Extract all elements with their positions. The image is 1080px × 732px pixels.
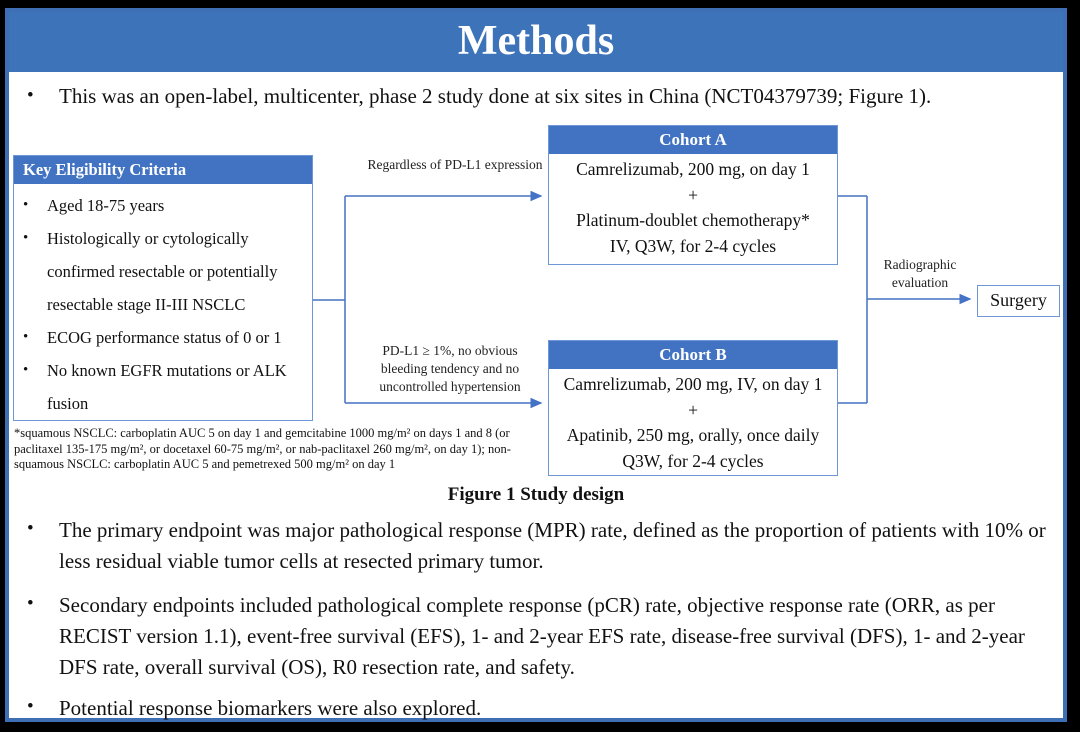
cohort-a-line: Camrelizumab, 200 mg, on day 1 (576, 159, 810, 179)
surgery-label: Surgery (990, 290, 1047, 310)
list-item: • ECOG performance status of 0 or 1 (23, 321, 308, 354)
cohort-a-body: Camrelizumab, 200 mg, on day 1 + Platinu… (549, 154, 837, 259)
chemotherapy-footnote: *squamous NSCLC: carboplatin AUC 5 on da… (14, 426, 511, 471)
bullet-icon: • (27, 696, 34, 717)
eligibility-list: • Aged 18-75 years • Histologically or c… (14, 184, 312, 420)
biomarkers-text: Potential response biomarkers were also … (59, 696, 482, 720)
cohort-a-line: Platinum-doublet chemotherapy* (576, 210, 810, 230)
intro-bullet: • This was an open-label, multicenter, p… (27, 82, 1047, 110)
bullet-icon: • (23, 329, 29, 345)
cohort-b-line: Camrelizumab, 200 mg, IV, on day 1 (563, 374, 823, 394)
slide-title-banner: Methods (9, 12, 1063, 72)
eligibility-header: Key Eligibility Criteria (14, 156, 312, 184)
methods-slide: Methods • This was an open-label, multic… (5, 8, 1067, 722)
list-item: • Histologically or cytologically confir… (23, 222, 308, 321)
cohort-b-body: Camrelizumab, 200 mg, IV, on day 1 + Apa… (549, 369, 837, 474)
bullet-icon: • (27, 85, 34, 106)
branch-a-label: Regardless of PD-L1 expression (367, 157, 543, 172)
biomarkers-bullet: • Potential response biomarkers were als… (27, 693, 1051, 724)
primary-endpoint-text: The primary endpoint was major pathologi… (59, 518, 1046, 573)
bullet-icon: • (27, 593, 34, 614)
cohort-b-line: Q3W, for 2-4 cycles (622, 450, 764, 471)
eligibility-item-text: Aged 18-75 years (47, 196, 165, 215)
secondary-endpoints-text: Secondary endpoints included pathologica… (59, 593, 1025, 679)
figure-caption: Figure 1 Study design (447, 484, 625, 505)
list-item: • No known EGFR mutations or ALK fusion (23, 354, 308, 420)
intro-bullet-text: This was an open-label, multicenter, pha… (59, 84, 932, 108)
branch-b-label: PD-L1 ≥ 1%, no obvious bleeding tendency… (379, 343, 521, 394)
eligibility-item-text: Histologically or cytologically confirme… (47, 229, 278, 314)
eligibility-item-text: ECOG performance status of 0 or 1 (47, 328, 282, 347)
bullet-icon: • (23, 197, 29, 213)
radiographic-evaluation-label: Radiographic evaluation (883, 257, 957, 290)
eligibility-box: Key Eligibility Criteria • Aged 18-75 ye… (13, 155, 313, 421)
cohort-a-header: Cohort A (549, 126, 837, 154)
study-design-connectors (313, 190, 972, 409)
cohort-b-box: Cohort B Camrelizumab, 200 mg, IV, on da… (548, 340, 838, 476)
cohort-a-box: Cohort A Camrelizumab, 200 mg, on day 1 … (548, 125, 838, 265)
secondary-endpoints-bullet: • Secondary endpoints included pathologi… (27, 590, 1051, 683)
bullet-icon: • (23, 230, 29, 246)
cohort-a-line: IV, Q3W, for 2-4 cycles (609, 235, 777, 256)
bullet-icon: • (23, 362, 29, 378)
cohort-b-line: Apatinib, 250 mg, orally, once daily (566, 425, 820, 445)
page-title: Methods (457, 18, 615, 64)
cohort-b-header: Cohort B (549, 341, 837, 369)
eligibility-item-text: No known EGFR mutations or ALK fusion (47, 361, 287, 413)
cohort-a-line: + (688, 184, 698, 205)
bullet-icon: • (27, 518, 34, 539)
primary-endpoint-bullet: • The primary endpoint was major patholo… (27, 515, 1051, 577)
cohort-b-line: + (688, 399, 698, 420)
list-item: • Aged 18-75 years (23, 189, 308, 222)
surgery-box: Surgery (977, 285, 1060, 317)
